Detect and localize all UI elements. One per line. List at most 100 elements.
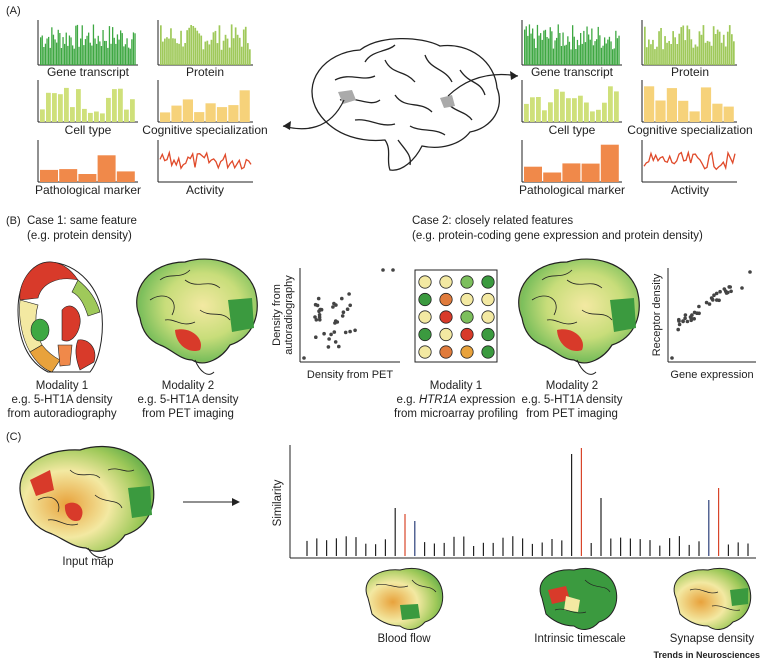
- protein-chart-bar: [198, 33, 201, 65]
- scatter1-point: [341, 310, 346, 315]
- cognitive-chart-bar: [171, 105, 182, 122]
- protein-chart-bar: [186, 30, 188, 65]
- cognitive-chart-bar: [228, 105, 239, 122]
- gene-transcript-chart-bar: [597, 26, 599, 65]
- gene-transcript-chart-bar: [78, 46, 80, 65]
- protein-chart-bar: [200, 35, 203, 65]
- gene-transcript-chart-bar: [604, 37, 606, 65]
- gene-transcript-chart-bar: [578, 45, 580, 65]
- scatter2-point: [707, 302, 712, 306]
- scatter2-point: [722, 287, 727, 291]
- gene-transcript-chart-bar: [589, 39, 591, 65]
- brain-blood-flow: [365, 567, 444, 630]
- label-cell-type-right: Cell type: [549, 123, 596, 137]
- gene-transcript-chart-bar: [546, 37, 548, 65]
- scatter1-point: [315, 303, 320, 308]
- cognitive-chart-bar: [160, 112, 171, 122]
- scatter2-point: [704, 300, 709, 305]
- cell-type-chart: [37, 80, 138, 123]
- cell-type-chart-bar: [76, 89, 81, 122]
- gene-transcript-chart-bar: [43, 47, 45, 65]
- scatter1-point: [326, 345, 331, 349]
- scatter2-point: [697, 304, 701, 309]
- case2-modality1-caption: Modality 1 e.g. HTR1A expression from mi…: [394, 380, 518, 420]
- gene-transcript-chart-bar: [123, 46, 125, 65]
- case1-scatter: Density from PET Density from autoradiog…: [271, 268, 400, 381]
- brain-synapse-density: [673, 567, 752, 630]
- scatter2-point: [724, 291, 729, 295]
- protein-chart-bar: [720, 42, 723, 65]
- protein-chart-bar: [216, 43, 219, 65]
- gene-transcript-chart-bar: [576, 39, 579, 65]
- scatter1-point: [302, 356, 306, 360]
- protein-chart-bar: [700, 34, 703, 65]
- scatter1-point: [313, 315, 317, 319]
- gene-transcript-chart-bar: [575, 49, 577, 65]
- gene-transcript-chart-bar: [40, 37, 42, 65]
- cell-type-chart-bar: [596, 109, 601, 122]
- protein-chart-bar: [672, 31, 674, 66]
- protein-chart-bar: [244, 26, 247, 65]
- cell-type-chart-bar: [584, 102, 589, 122]
- gene-transcript-chart-bar: [91, 45, 93, 65]
- case1-m1-line3: from autoradiography: [7, 408, 117, 420]
- gene-transcript-chart-bar: [599, 35, 601, 65]
- case1-m1-title: Modality 1: [36, 380, 88, 392]
- gene-transcript-chart-bar: [73, 48, 75, 65]
- scatter1-point: [317, 315, 322, 320]
- gene-transcript-chart-bar: [56, 42, 58, 65]
- case1-subtitle: (e.g. protein density): [27, 230, 132, 242]
- gene-transcript-chart-bar: [128, 47, 130, 65]
- gene-transcript-chart-bar: [83, 45, 85, 65]
- cell-type-chart-bar: [40, 109, 45, 122]
- gene-transcript-chart-bar: [81, 25, 83, 65]
- gene-transcript-chart-bar: [46, 38, 48, 65]
- pathological-chart-bar: [116, 171, 135, 182]
- gene-transcript-chart-bar: [554, 40, 556, 65]
- gene-transcript-chart-bar: [532, 28, 534, 65]
- case1-modality1-caption: Modality 1 e.g. 5-HT1A density from auto…: [7, 380, 117, 420]
- protein-chart-bar: [684, 40, 687, 65]
- arrow-to-right: [447, 73, 519, 97]
- activity-chart: [157, 140, 253, 183]
- gene-transcript-chart-bar: [615, 30, 617, 65]
- case2-m2-line2: e.g. 5-HT1A density: [522, 394, 623, 406]
- gene-transcript-chart-bar: [535, 48, 537, 65]
- scatter2-point: [718, 289, 722, 294]
- protein-chart-bar: [182, 46, 184, 65]
- gene-transcript-chart: [37, 20, 138, 66]
- protein-chart-bar: [650, 44, 652, 65]
- left-region-highlight: [338, 90, 356, 104]
- annotation-synapse-density: Synapse density: [670, 633, 755, 645]
- pathological-chart: [37, 140, 138, 183]
- gene-transcript-chart-bar: [592, 45, 595, 65]
- panel-a-label: (A): [6, 5, 21, 17]
- cell-type-chart-bar: [614, 91, 619, 122]
- cognitive-chart-bar: [689, 111, 700, 122]
- gene-transcript-chart-bar: [564, 45, 566, 65]
- activity-chart: [641, 140, 737, 183]
- gene-transcript-chart-bar: [89, 42, 91, 65]
- protein-chart-bar: [652, 39, 654, 65]
- gene-transcript-chart-bar: [562, 32, 564, 65]
- gene-transcript-chart-bar: [543, 30, 545, 66]
- cell-type-chart-bar: [58, 94, 63, 122]
- pathological-chart-bar: [562, 163, 581, 182]
- cell-type-chart-bar: [94, 111, 99, 122]
- protein-chart-bar: [192, 26, 195, 65]
- gene-transcript-chart-bar: [548, 38, 550, 65]
- label-pathological-left: Pathological marker: [35, 183, 141, 197]
- gene-transcript-chart-bar: [68, 35, 71, 65]
- microarray-dot: [460, 292, 474, 307]
- label-activity-left: Activity: [186, 183, 224, 197]
- cell-type-chart-bar: [566, 98, 571, 122]
- cell-type-chart-bar: [82, 108, 87, 122]
- scatter2-point: [676, 327, 680, 332]
- label-cognitive-right: Cognitive specialization: [627, 123, 752, 137]
- gene-transcript-chart-bar: [99, 41, 101, 65]
- gene-transcript-chart-bar: [92, 24, 95, 65]
- scatter1-point: [327, 337, 331, 341]
- gene-transcript-chart-bar: [60, 48, 63, 65]
- protein-chart-bar: [184, 43, 186, 65]
